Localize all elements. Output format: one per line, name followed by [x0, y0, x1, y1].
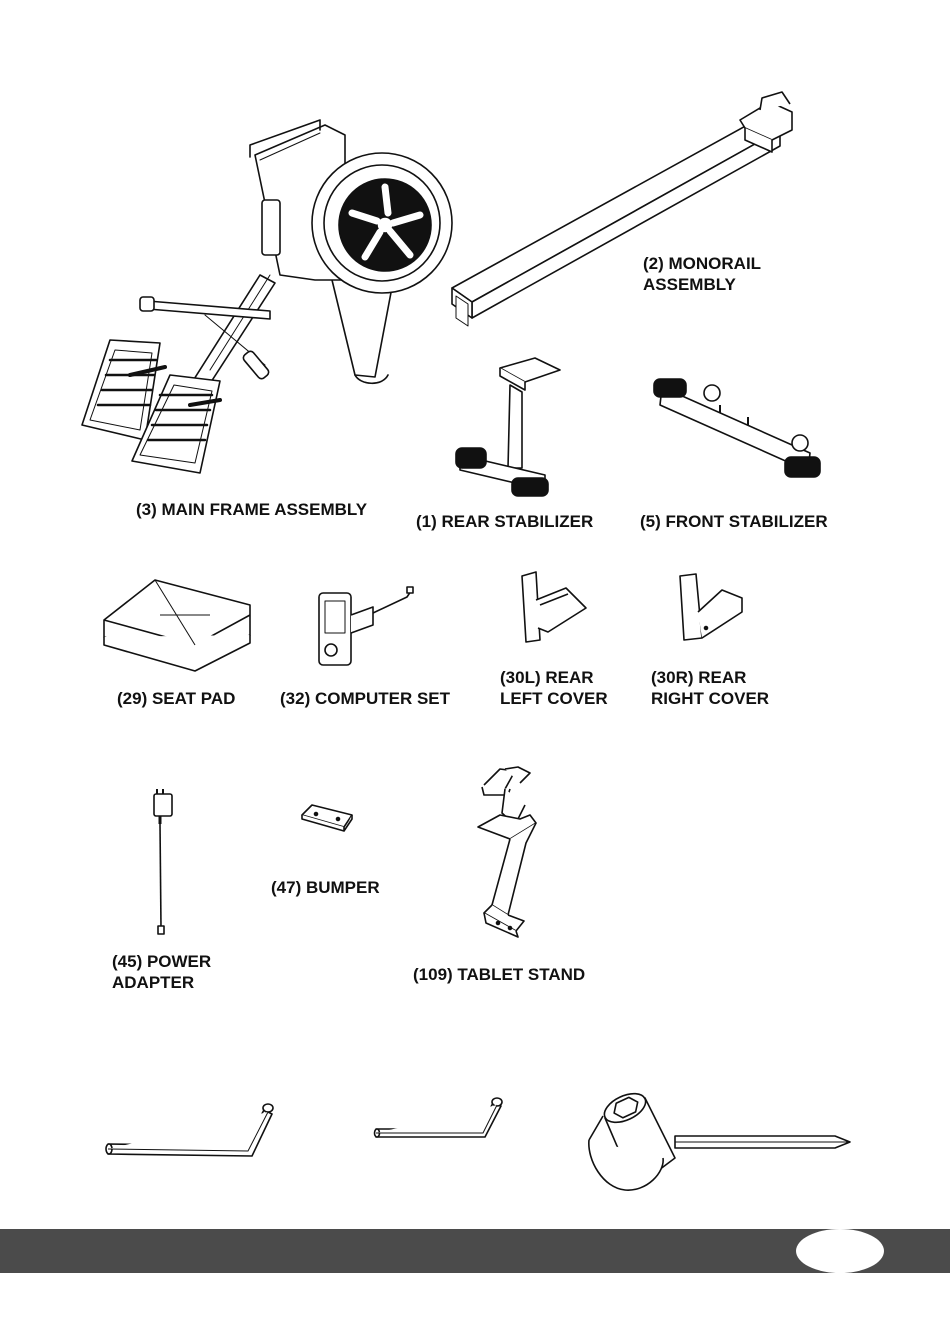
front-stabilizer-label: (5) FRONT STABILIZER [640, 511, 828, 532]
bumper-label: (47) BUMPER [271, 877, 380, 898]
seat-pad-drawing [100, 575, 255, 675]
small-allen-key-icon [373, 1097, 505, 1142]
monorail-label-line2: ASSEMBLY [643, 274, 761, 295]
rear-right-cover-drawing [678, 572, 746, 644]
monorail-assembly-drawing [440, 90, 800, 340]
power-adapter-label: (45) POWER ADAPTER [112, 951, 211, 993]
rear-right-cover-label-line1: (30R) REAR [651, 667, 769, 688]
rear-right-cover-label-line2: RIGHT COVER [651, 688, 769, 709]
seat-pad-label: (29) SEAT PAD [117, 688, 235, 709]
computer-set-drawing [315, 585, 425, 670]
rear-left-cover-label: (30L) REAR LEFT COVER [500, 667, 608, 709]
power-adapter-drawing [148, 788, 178, 938]
page-number-badge [796, 1229, 884, 1273]
rear-stabilizer-drawing [450, 350, 560, 505]
power-adapter-label-line1: (45) POWER [112, 951, 211, 972]
rear-left-cover-label-line1: (30L) REAR [500, 667, 608, 688]
power-adapter-label-line2: ADAPTER [112, 972, 211, 993]
bumper-drawing [300, 803, 355, 833]
computer-set-label: (32) COMPUTER SET [280, 688, 450, 709]
front-stabilizer-drawing [650, 375, 825, 490]
rear-left-cover-label-line2: LEFT COVER [500, 688, 608, 709]
rear-stabilizer-label: (1) REAR STABILIZER [416, 511, 593, 532]
rear-left-cover-drawing [518, 570, 590, 645]
main-frame-assembly-label: (3) MAIN FRAME ASSEMBLY [136, 499, 367, 520]
monorail-assembly-label: (2) MONORAIL ASSEMBLY [643, 253, 761, 295]
tablet-stand-label: (109) TABLET STAND [413, 964, 585, 985]
socket-wrench-screwdriver-icon [585, 1088, 857, 1193]
monorail-label-line1: (2) MONORAIL [643, 253, 761, 274]
rear-right-cover-label: (30R) REAR RIGHT COVER [651, 667, 769, 709]
tablet-stand-drawing [470, 765, 550, 940]
main-frame-assembly-drawing [70, 105, 440, 475]
large-allen-key-icon [104, 1100, 274, 1165]
